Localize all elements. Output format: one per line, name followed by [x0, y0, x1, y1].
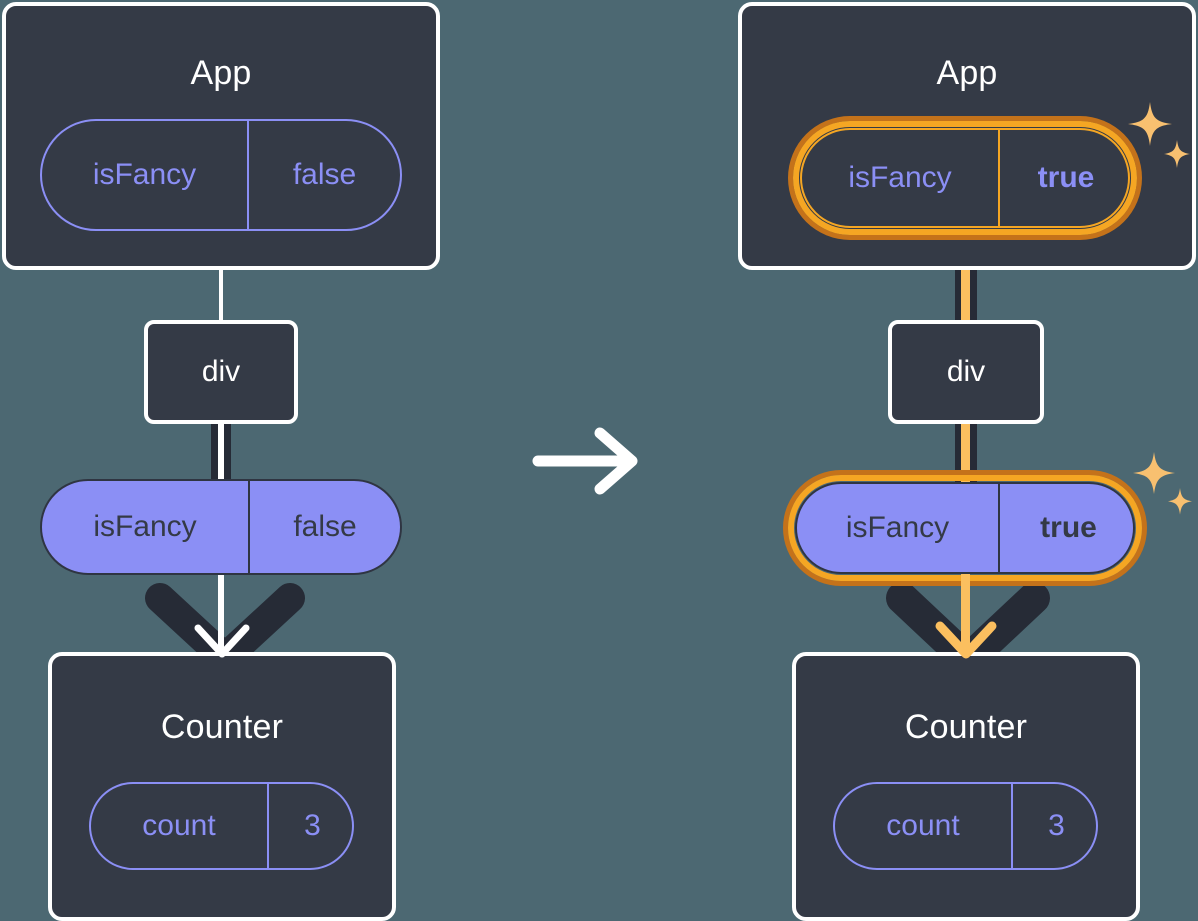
app-prop-pill-before: isFancy false	[40, 119, 402, 231]
counter-prop-value-after: 3	[1011, 784, 1100, 868]
sparkle-icon-app-after	[1128, 102, 1190, 168]
counter-prop-key-before: count	[142, 809, 216, 842]
connector-core-to-counter-after	[961, 574, 970, 654]
counter-node-title-after: Counter	[904, 708, 1028, 746]
arrowhead-orange-after	[935, 621, 997, 659]
div-node-label-after: div	[946, 355, 986, 388]
connector-div-to-prop-after-core	[961, 424, 970, 490]
passed-prop-value-after: true	[998, 484, 1137, 572]
div-node-label-before: div	[201, 355, 241, 388]
passed-prop-value-before: false	[248, 481, 400, 573]
passed-prop-key-before: isFancy	[93, 510, 197, 543]
counter-prop-pill-after: count 3	[833, 782, 1098, 870]
arrowhead-white-before	[194, 624, 250, 658]
counter-node-title-before: Counter	[160, 708, 284, 746]
connector-core-to-counter-before	[218, 575, 224, 653]
counter-prop-value-before: 3	[267, 784, 356, 868]
sparkle-icon-prop-after	[1133, 452, 1192, 515]
counter-prop-pill-before: count 3	[89, 782, 354, 870]
app-prop-pill-after: isFancy true	[800, 128, 1130, 228]
connector-app-to-div-after-core	[961, 218, 970, 328]
app-node-title-after: App	[936, 54, 998, 92]
passed-prop-pill-after: isFancy true	[795, 482, 1135, 574]
div-node-before: div	[144, 320, 298, 424]
connector-app-to-div-before	[219, 266, 223, 322]
counter-prop-key-after: count	[886, 809, 960, 842]
connector-div-to-prop-before-core	[218, 424, 224, 484]
app-prop-value-before: false	[247, 121, 400, 229]
app-prop-key-after: isFancy	[848, 161, 952, 194]
app-prop-key-before: isFancy	[92, 158, 197, 191]
div-node-after: div	[888, 320, 1044, 424]
transition-right-arrow-icon	[532, 427, 638, 495]
passed-prop-pill-before: isFancy false	[40, 479, 402, 575]
app-prop-value-after: true	[998, 130, 1132, 226]
passed-prop-key-after: isFancy	[845, 511, 950, 544]
app-node-title-before: App	[190, 54, 252, 92]
